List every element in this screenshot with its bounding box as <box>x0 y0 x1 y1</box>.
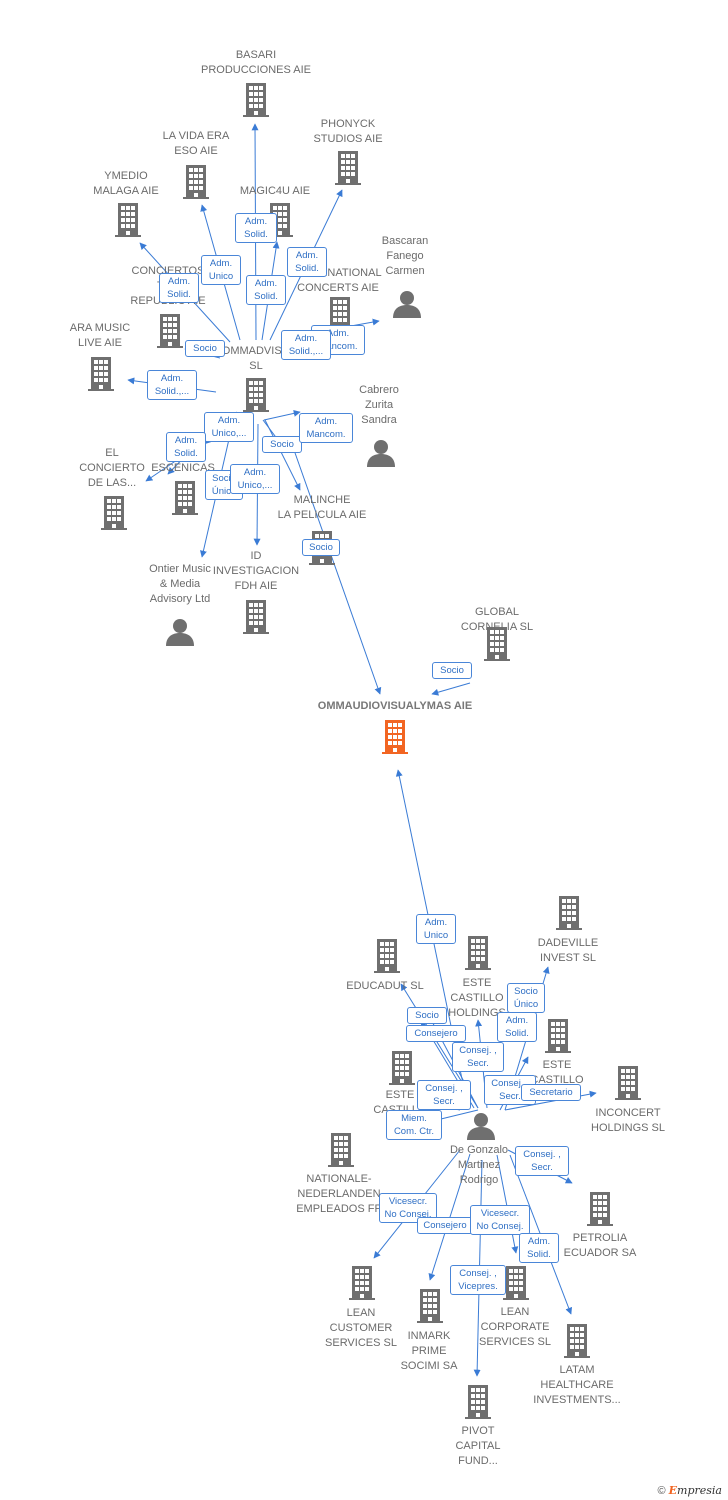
person-icon[interactable] <box>367 440 395 467</box>
edge-role-label[interactable]: Socio <box>302 539 340 556</box>
node-label-pivot[interactable]: PIVOT CAPITAL FUND... <box>455 1425 501 1467</box>
building-icon[interactable] <box>556 896 582 930</box>
edge-role-label[interactable]: Miem. Com. Ctr. <box>386 1110 442 1140</box>
edge-role-label[interactable]: Socio <box>262 436 302 453</box>
edge-role-label[interactable]: Socio Único <box>507 983 545 1013</box>
edge-role-label[interactable]: Consejero <box>406 1025 466 1042</box>
building-icon[interactable] <box>115 203 141 237</box>
node-label-ontier[interactable]: Ontier Music & Media Advisory Ltd <box>149 563 211 605</box>
node-label-center[interactable]: OMMAUDIOVISUALYMAS AIE <box>317 700 473 712</box>
node-label-latam[interactable]: LATAM HEALTHCARE INVESTMENTS... <box>533 1364 621 1406</box>
node-label-idinv[interactable]: ID INVESTIGACION FDH AIE <box>212 550 300 592</box>
node-label-magic4u[interactable]: MAGIC4U AIE <box>239 185 311 197</box>
building-icon[interactable] <box>328 1133 354 1167</box>
node-label-degonzalo[interactable]: De Gonzalo Martinez Rodrigo <box>449 1144 509 1186</box>
building-icon[interactable] <box>335 151 361 185</box>
building-icon[interactable] <box>587 1192 613 1226</box>
edge-role-label[interactable]: Adm. Solid. <box>497 1012 537 1042</box>
empresia-logo: Empresia <box>668 1484 722 1497</box>
node-label-petrolia[interactable]: PETROLIA ECUADOR SA <box>563 1232 637 1259</box>
building-icon[interactable] <box>545 1019 571 1053</box>
building-icon[interactable] <box>389 1051 415 1085</box>
edge-role-label[interactable]: Consej. , Secr. <box>452 1042 504 1072</box>
edge-role-label[interactable]: Adm. Solid. <box>159 273 199 303</box>
node-label-inmark[interactable]: INMARK PRIME SOCIMI SA <box>400 1330 458 1372</box>
node-label-educadut[interactable]: EDUCADUT SL <box>346 980 424 992</box>
building-icon[interactable] <box>88 357 114 391</box>
node-label-ommadviso[interactable]: OMMADVISO SL <box>221 345 291 372</box>
node-label-malinche[interactable]: MALINCHE LA PELICULA AIE <box>277 494 367 521</box>
center-building-icon[interactable] <box>382 720 408 754</box>
edge-role-label[interactable]: Adm. Solid. <box>519 1233 559 1263</box>
building-icon[interactable] <box>349 1266 375 1300</box>
node-label-nationale[interactable]: NATIONALE- NEDERLANDEN EMPLEADOS FP <box>296 1173 382 1215</box>
edge-line <box>431 682 471 696</box>
node-label-phonyck[interactable]: PHONYCK STUDIOS AIE <box>313 118 383 145</box>
edge-role-label[interactable]: Adm. Unico <box>416 914 456 944</box>
edge-role-label[interactable]: Adm. Solid. <box>235 213 277 243</box>
edge-role-label[interactable]: Adm. Solid.,... <box>281 330 331 360</box>
edge-role-label[interactable]: Adm. Solid. <box>287 247 327 277</box>
building-icon[interactable] <box>465 1385 491 1419</box>
node-label-global[interactable]: GLOBAL CORNELIA SL <box>460 606 534 633</box>
edge-role-label[interactable]: Adm. Solid.,... <box>147 370 197 400</box>
edge-role-label[interactable]: Adm. Unico,... <box>230 464 280 494</box>
node-label-inconcert[interactable]: INCONCERT HOLDINGS SL <box>591 1107 665 1134</box>
edge-role-label[interactable]: Vicesecr. No Consej. <box>379 1193 437 1223</box>
person-icon[interactable] <box>166 619 194 646</box>
person-icon[interactable] <box>467 1113 495 1140</box>
building-icon[interactable] <box>243 600 269 634</box>
edge-role-label[interactable]: Vicesecr. No Consej. <box>470 1205 530 1235</box>
node-label-vidaera[interactable]: LA VIDA ERA ESO AIE <box>162 130 230 157</box>
brand-footer: © Empresia <box>657 1484 722 1497</box>
edge-role-label[interactable]: Socio <box>432 662 472 679</box>
node-label-basari[interactable]: BASARI PRODUCCIONES AIE <box>200 49 312 76</box>
edge-role-label[interactable]: Consej. , Secr. <box>417 1080 471 1110</box>
edge-role-label[interactable]: Consej. , Vicepres. <box>450 1265 506 1295</box>
copyright-symbol: © <box>657 1485 666 1497</box>
edge-role-label[interactable]: Consej. , Secr. <box>515 1146 569 1176</box>
node-label-bascaran[interactable]: Bascaran Fanego Carmen <box>381 235 429 277</box>
edge-role-label[interactable]: Socio <box>407 1007 447 1024</box>
edge-role-label[interactable]: Adm. Unico <box>201 255 241 285</box>
edge-role-label[interactable]: Adm. Unico,... <box>204 412 254 442</box>
edge-line <box>264 419 301 491</box>
edge-role-label[interactable]: Secretario <box>521 1084 581 1101</box>
edge-role-label[interactable]: Adm. Solid. <box>246 275 286 305</box>
building-icon[interactable] <box>243 378 269 412</box>
node-label-esteholdings[interactable]: ESTE CASTILLO HOLDINGS <box>448 977 506 1019</box>
edge-role-label[interactable]: Socio <box>185 340 225 357</box>
edge-line <box>263 409 301 421</box>
node-label-leancorp[interactable]: LEAN CORPORATE SERVICES SL <box>479 1306 551 1348</box>
building-icon[interactable] <box>243 83 269 117</box>
building-icon[interactable] <box>374 939 400 973</box>
building-icon[interactable] <box>465 936 491 970</box>
edge-line <box>496 1154 519 1254</box>
building-icon[interactable] <box>101 496 127 530</box>
node-label-elconcierto[interactable]: EL CONCIERTO DE LAS... <box>79 447 145 489</box>
edge-role-label[interactable]: Adm. Mancom. <box>299 413 353 443</box>
edge-line <box>293 449 382 695</box>
node-label-aramusic[interactable]: ARA MUSIC LIVE AIE <box>69 322 131 349</box>
node-label-cabrero[interactable]: Cabrero Zurita Sandra <box>359 384 399 426</box>
node-label-ymedio[interactable]: YMEDIO MALAGA AIE <box>93 170 159 197</box>
node-label-dadeville[interactable]: DADEVILLE INVEST SL <box>537 937 599 964</box>
edge-role-label[interactable]: Adm. Solid. <box>166 432 206 462</box>
node-label-escenicas[interactable]: ESCENICAS <box>151 462 215 474</box>
building-icon[interactable] <box>503 1266 529 1300</box>
edge-role-label[interactable]: Consejero <box>417 1217 473 1234</box>
node-label-leancust[interactable]: LEAN CUSTOMER SERVICES SL <box>325 1307 397 1349</box>
